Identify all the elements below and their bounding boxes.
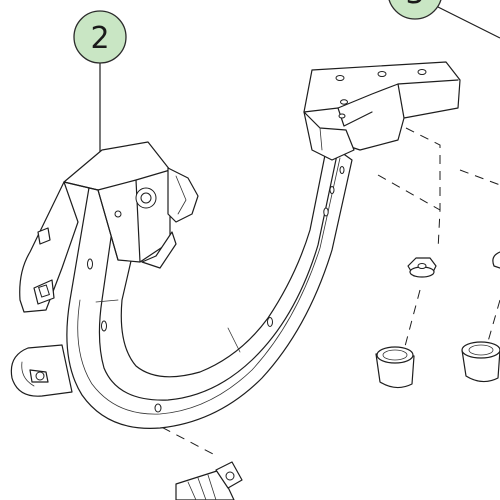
lower-mount-tab [10, 344, 73, 397]
assembly-line-b [377, 174, 441, 251]
bracket-hole [101, 320, 107, 332]
mount-hole [417, 69, 427, 75]
spacer-sleeve-left [375, 346, 415, 389]
bracket-side-line [77, 157, 341, 415]
hinge-ear [167, 167, 199, 223]
assembly-line-c [403, 289, 421, 351]
assembly-line-a [405, 127, 441, 210]
spacer-sleeve-right [461, 341, 500, 383]
flange-nut [407, 257, 437, 278]
top-mount-bracket [303, 61, 461, 161]
assembly-line-d [459, 169, 500, 186]
assembly-line-e [486, 299, 500, 346]
callout-3-bubble [388, 0, 442, 20]
assembly-line-f [147, 419, 216, 456]
bracket-hole [339, 166, 345, 174]
gas-spring-end [175, 461, 243, 500]
callout-2-label: 2 [90, 21, 109, 56]
callout-2[interactable]: 2 [73, 10, 127, 152]
callout-3-label: 3 [405, 0, 424, 11]
mount-hole [340, 99, 348, 105]
assembly-lines [147, 127, 500, 456]
callout-3-leader [435, 5, 500, 39]
bracket-hole [87, 258, 93, 270]
left-hinge-block [19, 141, 199, 313]
bracket-hole [267, 317, 273, 327]
callout-3[interactable]: 3 [388, 0, 500, 39]
mount-hole [335, 75, 345, 81]
bracket-hole [323, 207, 329, 217]
flange-nut-partial [492, 251, 500, 269]
mount-hole [377, 71, 387, 77]
callout-2-bubble [73, 10, 127, 64]
bracket-hole [154, 403, 162, 413]
bracket-hole [329, 186, 335, 194]
bracket-inner-edge [119, 149, 327, 378]
mount-hole [338, 113, 346, 119]
